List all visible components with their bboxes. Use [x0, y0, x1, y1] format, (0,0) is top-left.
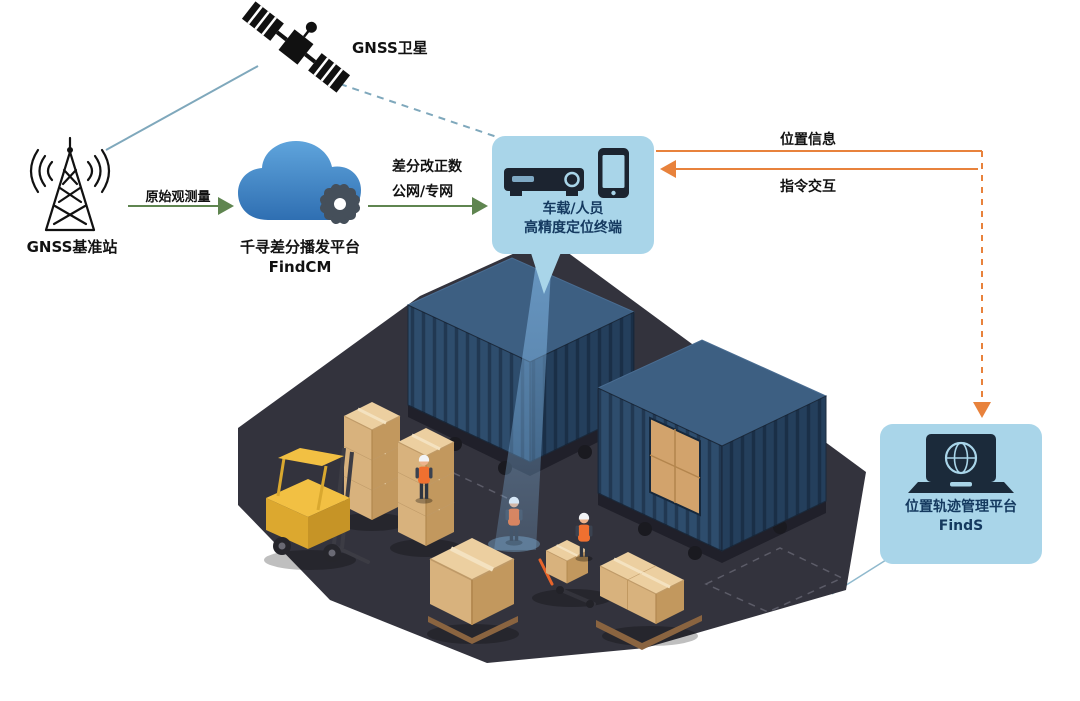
base-station-icon: [29, 136, 111, 232]
container-open-door: [649, 416, 701, 517]
positioning-beam: [494, 250, 552, 550]
satellite-label: GNSS卫星: [352, 39, 428, 57]
raw-observation-label: 原始观测量: [145, 190, 211, 205]
terminal-label-line1: 车载/人员: [542, 201, 604, 217]
warehouse-illustration: [238, 238, 866, 663]
cloud-platform-product-label: FindCM: [268, 258, 332, 276]
pallet-jack: [532, 538, 612, 608]
gear-icon: [319, 183, 361, 225]
forklift: [264, 447, 370, 570]
command-interaction-label: 指令交互: [780, 179, 836, 195]
cloud-platform-label: 千寻差分播发平台: [239, 238, 360, 256]
terminal-icons: [504, 148, 629, 198]
terminal-label-line2: 高精度定位终端: [524, 220, 622, 236]
pallet-center: [427, 538, 519, 644]
correction-label: 差分改正数: [392, 159, 462, 175]
finds-label-line1: 位置轨迹管理平台: [905, 499, 1017, 515]
finds-icon-area: [908, 434, 1014, 493]
satellite-to-base-line: [105, 65, 259, 151]
network-label: 公网/专网: [392, 184, 454, 200]
base-station-label: GNSS基准站: [26, 238, 118, 256]
container-2: [596, 339, 828, 563]
cloud-icon: [238, 141, 361, 225]
connection-lines: [105, 65, 991, 595]
smartphone-icon: [598, 148, 629, 198]
satellite-to-terminal-line: [339, 83, 501, 139]
terminal-panel: 车载/人员 高精度定位终端: [492, 136, 654, 254]
position-info-label: 位置信息: [780, 132, 836, 148]
finds-label-line2: FindS: [938, 518, 984, 534]
vehicle-receiver-icon: [504, 168, 584, 196]
terminal-panel-tail: [530, 250, 562, 294]
finds-panel: 位置轨迹管理平台 FindS: [880, 424, 1042, 564]
satellite-icon: [241, 1, 351, 93]
pallet-right: [596, 550, 702, 650]
laptop-globe-icon: [908, 434, 1014, 493]
